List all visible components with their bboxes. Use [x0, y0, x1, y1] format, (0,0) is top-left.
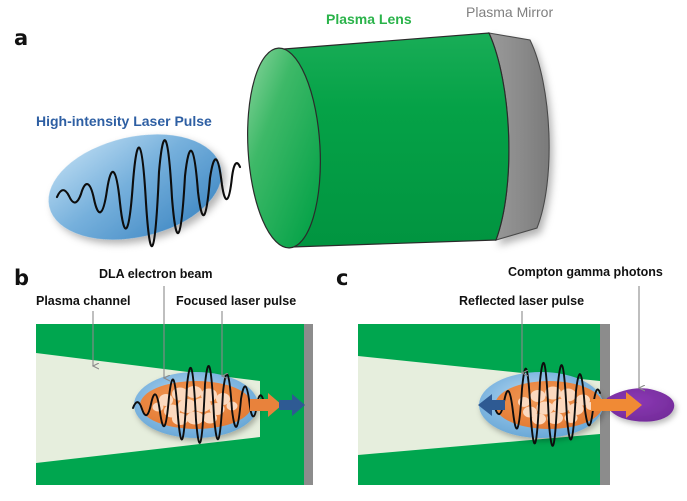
panel-b-plasma-mirror-strip [304, 324, 313, 485]
panel-b-laser-forward-arrow [279, 394, 305, 416]
panel-b-scene [36, 286, 313, 485]
panel-b-electron-beam-arrow [250, 393, 282, 417]
panel-b-bunch-group [132, 365, 305, 444]
plasma-lens-front-cap [247, 47, 321, 249]
panel-c-pointers [522, 286, 639, 388]
compton-gamma-photons-label: Compton gamma photons [508, 265, 663, 279]
panel-c-bunch-group [478, 361, 642, 447]
panel-letter-a: a [14, 26, 29, 50]
plasma-lens-cylinder-group [247, 32, 550, 249]
panel-c-gamma-photon-arrow [591, 392, 642, 418]
panel-c-reflected-laser-arrow [478, 394, 505, 416]
plasma-lens-label: Plasma Lens [326, 11, 412, 27]
incoming-laser-pulse-group [48, 134, 242, 248]
high-intensity-laser-pulse-label: High-intensity Laser Pulse [36, 113, 212, 129]
incoming-laser-pulse-ellipse [48, 134, 222, 240]
panel-c-scene [358, 286, 675, 485]
reflected-laser-pulse-label: Reflected laser pulse [459, 294, 585, 308]
panel-b-laser-waveform [132, 365, 264, 444]
focused-laser-pulse-label: Focused laser pulse [176, 294, 297, 308]
incoming-laser-waveform [55, 139, 242, 248]
panel-b-pointers [93, 286, 222, 378]
plasma-channel-label: Plasma channel [36, 294, 131, 308]
dla-electron-beam-label: DLA electron beam [99, 267, 213, 281]
panel-c-laser-waveform [485, 361, 601, 447]
panel-letter-c: c [336, 266, 349, 290]
panel-letter-b: b [14, 266, 30, 290]
plasma-mirror-label: Plasma Mirror [466, 4, 554, 20]
